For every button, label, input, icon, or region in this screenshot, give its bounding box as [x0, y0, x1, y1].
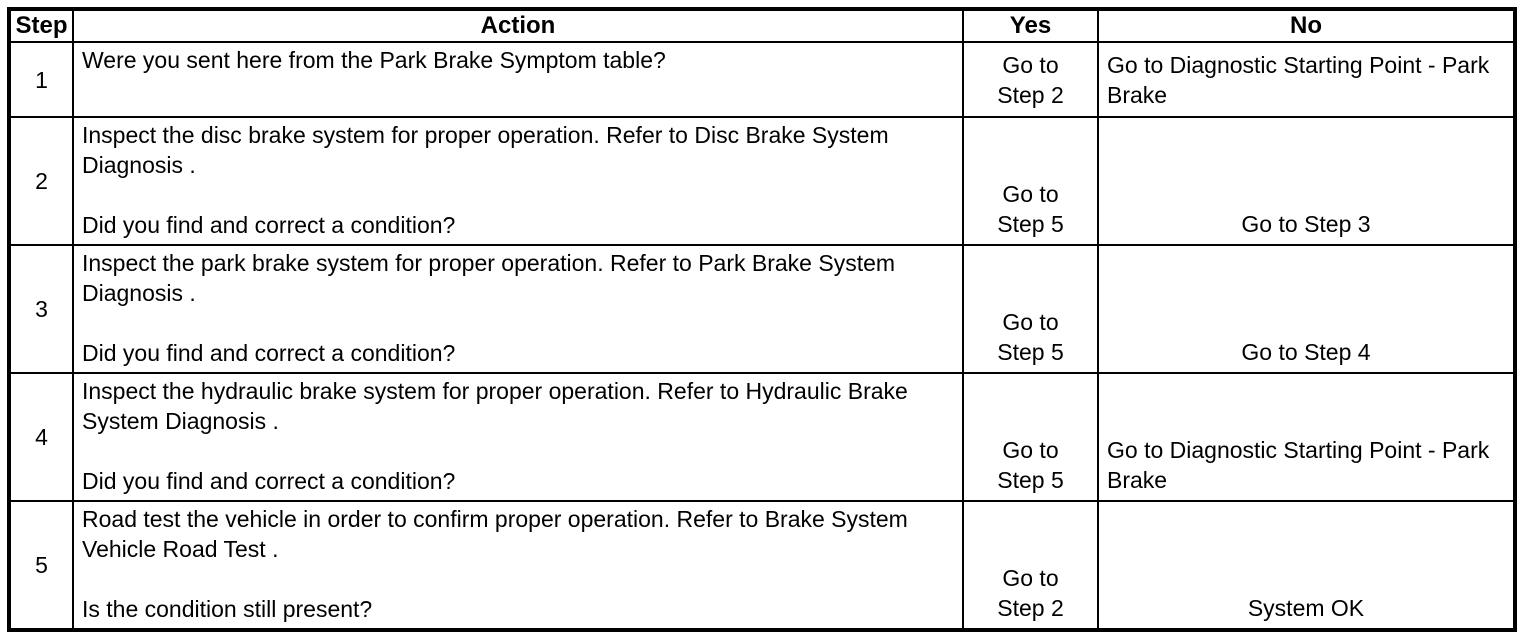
table-row: 2 Inspect the disc brake system for prop…: [8, 116, 1516, 246]
no-result: Go to Step 4: [1097, 244, 1516, 374]
action-column-header: Action: [72, 8, 964, 43]
table-row: 1 Were you sent here from the Park Brake…: [8, 41, 1516, 118]
action-text: Inspect the disc brake system for proper…: [72, 116, 964, 246]
header-row: Step Action Yes No: [8, 8, 1516, 43]
table-row: 3 Inspect the park brake system for prop…: [8, 244, 1516, 374]
yes-result: Go to Step 5: [962, 372, 1099, 502]
step-column-header: Step: [8, 8, 74, 43]
yes-result: Go to Step 2: [962, 41, 1099, 118]
diagnostic-table: Step Action Yes No 1 Were you sent here …: [7, 7, 1517, 632]
action-text: Inspect the hydraulic brake system for p…: [72, 372, 964, 502]
step-number: 5: [8, 500, 74, 631]
no-result: Go to Diagnostic Starting Point - Park B…: [1097, 41, 1516, 118]
table-row: 5 Road test the vehicle in order to conf…: [8, 500, 1516, 631]
step-number: 2: [8, 116, 74, 246]
no-result: Go to Step 3: [1097, 116, 1516, 246]
step-number: 4: [8, 372, 74, 502]
no-result: System OK: [1097, 500, 1516, 631]
table-row: 4 Inspect the hydraulic brake system for…: [8, 372, 1516, 502]
step-number: 3: [8, 244, 74, 374]
yes-column-header: Yes: [962, 8, 1099, 43]
step-number: 1: [8, 41, 74, 118]
action-text: Inspect the park brake system for proper…: [72, 244, 964, 374]
no-result: Go to Diagnostic Starting Point - Park B…: [1097, 372, 1516, 502]
yes-result: Go to Step 5: [962, 244, 1099, 374]
action-text: Road test the vehicle in order to confir…: [72, 500, 964, 631]
yes-result: Go to Step 5: [962, 116, 1099, 246]
action-text: Were you sent here from the Park Brake S…: [72, 41, 964, 118]
yes-result: Go to Step 2: [962, 500, 1099, 631]
no-column-header: No: [1097, 8, 1516, 43]
